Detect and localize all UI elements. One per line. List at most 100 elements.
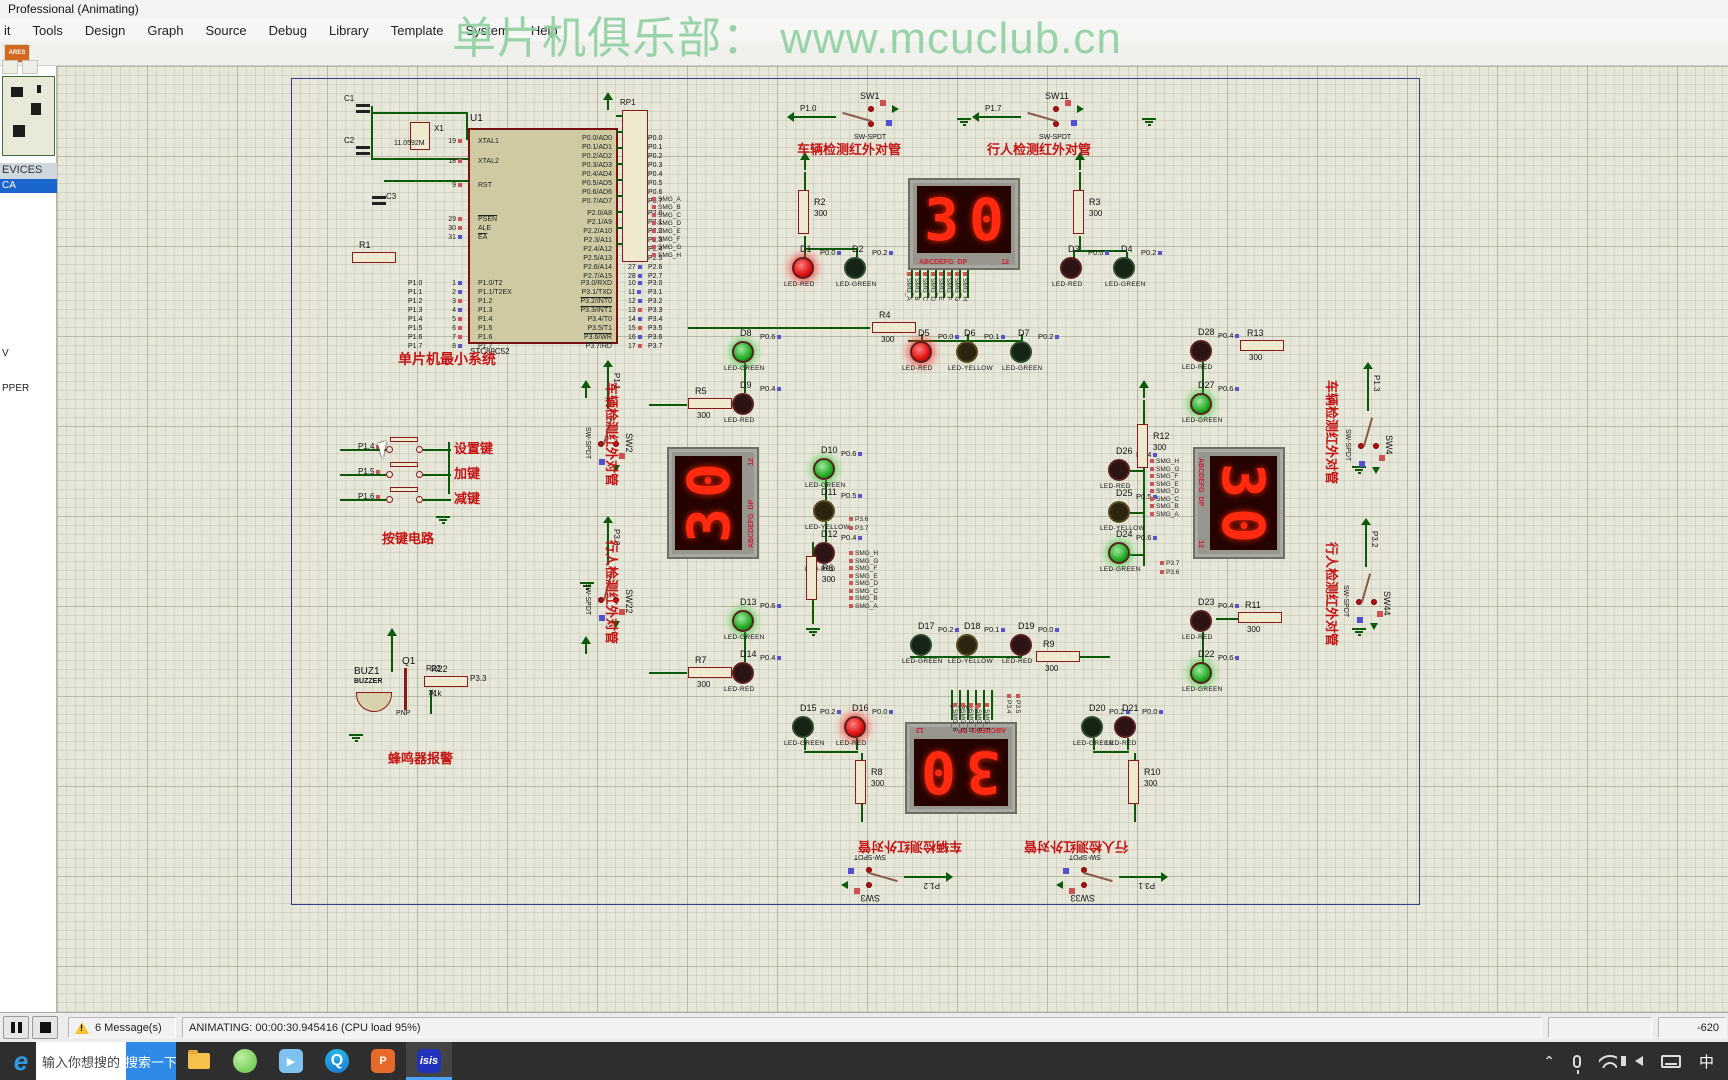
device-item[interactable]: V bbox=[2, 348, 9, 359]
led[interactable]: D3 LED-RED P0.0 bbox=[1052, 244, 1103, 288]
menu-item[interactable]: Source bbox=[205, 22, 247, 38]
device-selected[interactable]: CA bbox=[0, 179, 57, 193]
menu-item[interactable]: Library bbox=[328, 22, 369, 38]
led[interactable]: D27 LED-GREEN P0.6 bbox=[1182, 380, 1233, 424]
taskbar-search-input[interactable]: 输入你想搜的 bbox=[36, 1042, 126, 1080]
proteus-isis-icon[interactable]: isis bbox=[406, 1042, 452, 1080]
ime-indicator[interactable]: 中 bbox=[1698, 1053, 1714, 1071]
led[interactable]: D13 LED-GREEN P0.6 bbox=[724, 597, 775, 641]
office-app-icon[interactable]: P bbox=[360, 1042, 406, 1080]
led[interactable]: D6 LED-YELLOW P0.1 bbox=[948, 328, 999, 372]
stop-button[interactable] bbox=[32, 1016, 58, 1039]
wire bbox=[959, 268, 961, 298]
net-label: SMG_D bbox=[929, 272, 936, 301]
push-button[interactable]: P1.4 设置键 bbox=[340, 436, 493, 462]
resistor-pack[interactable] bbox=[616, 110, 648, 262]
led[interactable]: D10 LED-GREEN P0.6 bbox=[805, 445, 856, 489]
led[interactable]: D24 LED-GREEN P0.6 bbox=[1100, 529, 1151, 573]
wifi-icon[interactable] bbox=[1598, 1054, 1617, 1068]
search-go-button[interactable]: 搜索一下 bbox=[126, 1042, 176, 1080]
status-bar: 6 Message(s) ANIMATING: 00:00:30.945416 … bbox=[0, 1012, 1728, 1042]
led[interactable]: D21 LED-RED P0.0 bbox=[1106, 703, 1157, 747]
led[interactable]: D12 LED-RED P0.4 bbox=[805, 529, 856, 573]
file-explorer-icon[interactable] bbox=[176, 1042, 222, 1080]
led[interactable]: D15 LED-GREEN P0.2 bbox=[784, 703, 835, 747]
menu-item[interactable]: Template bbox=[390, 22, 444, 38]
tray-expand-icon[interactable]: ⌃ bbox=[1543, 1052, 1555, 1069]
pause-button[interactable] bbox=[3, 1016, 29, 1039]
led[interactable]: D5 LED-RED P0.0 bbox=[902, 328, 953, 372]
led[interactable]: D22 LED-GREEN P0.6 bbox=[1182, 649, 1233, 693]
led[interactable]: D23 LED-RED P0.4 bbox=[1182, 597, 1233, 641]
led[interactable]: D17 LED-GREEN P0.2 bbox=[902, 621, 953, 665]
wire bbox=[1143, 400, 1145, 424]
push-button[interactable]: P1.6 减键 bbox=[340, 486, 488, 512]
menu-item[interactable]: Help bbox=[530, 22, 558, 38]
menu-item[interactable]: Design bbox=[84, 22, 126, 38]
push-button[interactable]: P1.5 加键 bbox=[340, 461, 488, 487]
capacitor[interactable] bbox=[356, 146, 370, 155]
menu-item[interactable]: Tools bbox=[32, 22, 63, 38]
led[interactable]: D26 LED-RED P0.4 bbox=[1100, 446, 1151, 490]
schematic-preview[interactable] bbox=[2, 76, 55, 156]
led[interactable]: D8 LED-GREEN P0.6 bbox=[724, 328, 775, 372]
led[interactable]: D28 LED-RED P0.4 bbox=[1182, 327, 1233, 371]
qq-browser-icon[interactable]: Q bbox=[314, 1042, 360, 1080]
resistor[interactable]: R1 bbox=[352, 240, 396, 263]
crystal[interactable] bbox=[410, 122, 430, 150]
led[interactable]: D2 LED-GREEN P0.2 bbox=[836, 244, 887, 288]
led[interactable]: D14 LED-RED P0.4 bbox=[724, 649, 775, 693]
video-app-icon[interactable]: ▶ bbox=[268, 1042, 314, 1080]
edge-icon[interactable]: e bbox=[13, 1045, 29, 1076]
led[interactable]: D16 LED-RED P0.0 bbox=[836, 703, 887, 747]
led[interactable]: D1 LED-RED P0.0 bbox=[784, 244, 835, 288]
led[interactable]: D7 LED-GREEN P0.2 bbox=[1002, 328, 1053, 372]
browser-icon[interactable] bbox=[222, 1042, 268, 1080]
menu-item[interactable]: Debug bbox=[268, 22, 307, 38]
capacitor[interactable] bbox=[356, 104, 370, 113]
capacitor[interactable] bbox=[372, 196, 386, 205]
keyboard-icon[interactable] bbox=[1660, 1054, 1681, 1068]
led[interactable]: D25 LED-YELLOW P0.5 bbox=[1100, 488, 1151, 532]
led[interactable]: D20 LED-GREEN P0.2 bbox=[1073, 703, 1124, 747]
led[interactable]: D9 LED-RED P0.4 bbox=[724, 380, 775, 424]
led[interactable]: D18 LED-YELLOW P0.1 bbox=[948, 621, 999, 665]
menu-item[interactable]: System bbox=[465, 22, 509, 38]
selection-mode-icon[interactable] bbox=[2, 60, 18, 74]
menu-item[interactable]: it bbox=[4, 22, 11, 38]
component-mode-icon[interactable] bbox=[22, 60, 38, 74]
device-item[interactable]: PPER bbox=[2, 383, 30, 394]
microphone-icon[interactable] bbox=[1572, 1054, 1581, 1074]
led[interactable]: D4 LED-GREEN P0.2 bbox=[1105, 244, 1156, 288]
messages-field[interactable]: 6 Message(s) bbox=[68, 1017, 176, 1038]
led[interactable]: D11 LED-YELLOW P0.5 bbox=[805, 487, 856, 531]
speaker-icon[interactable] bbox=[1620, 1056, 1643, 1066]
led[interactable]: D19 LED-RED P0.0 bbox=[1002, 621, 1053, 665]
menu-item[interactable]: Graph bbox=[147, 22, 184, 38]
